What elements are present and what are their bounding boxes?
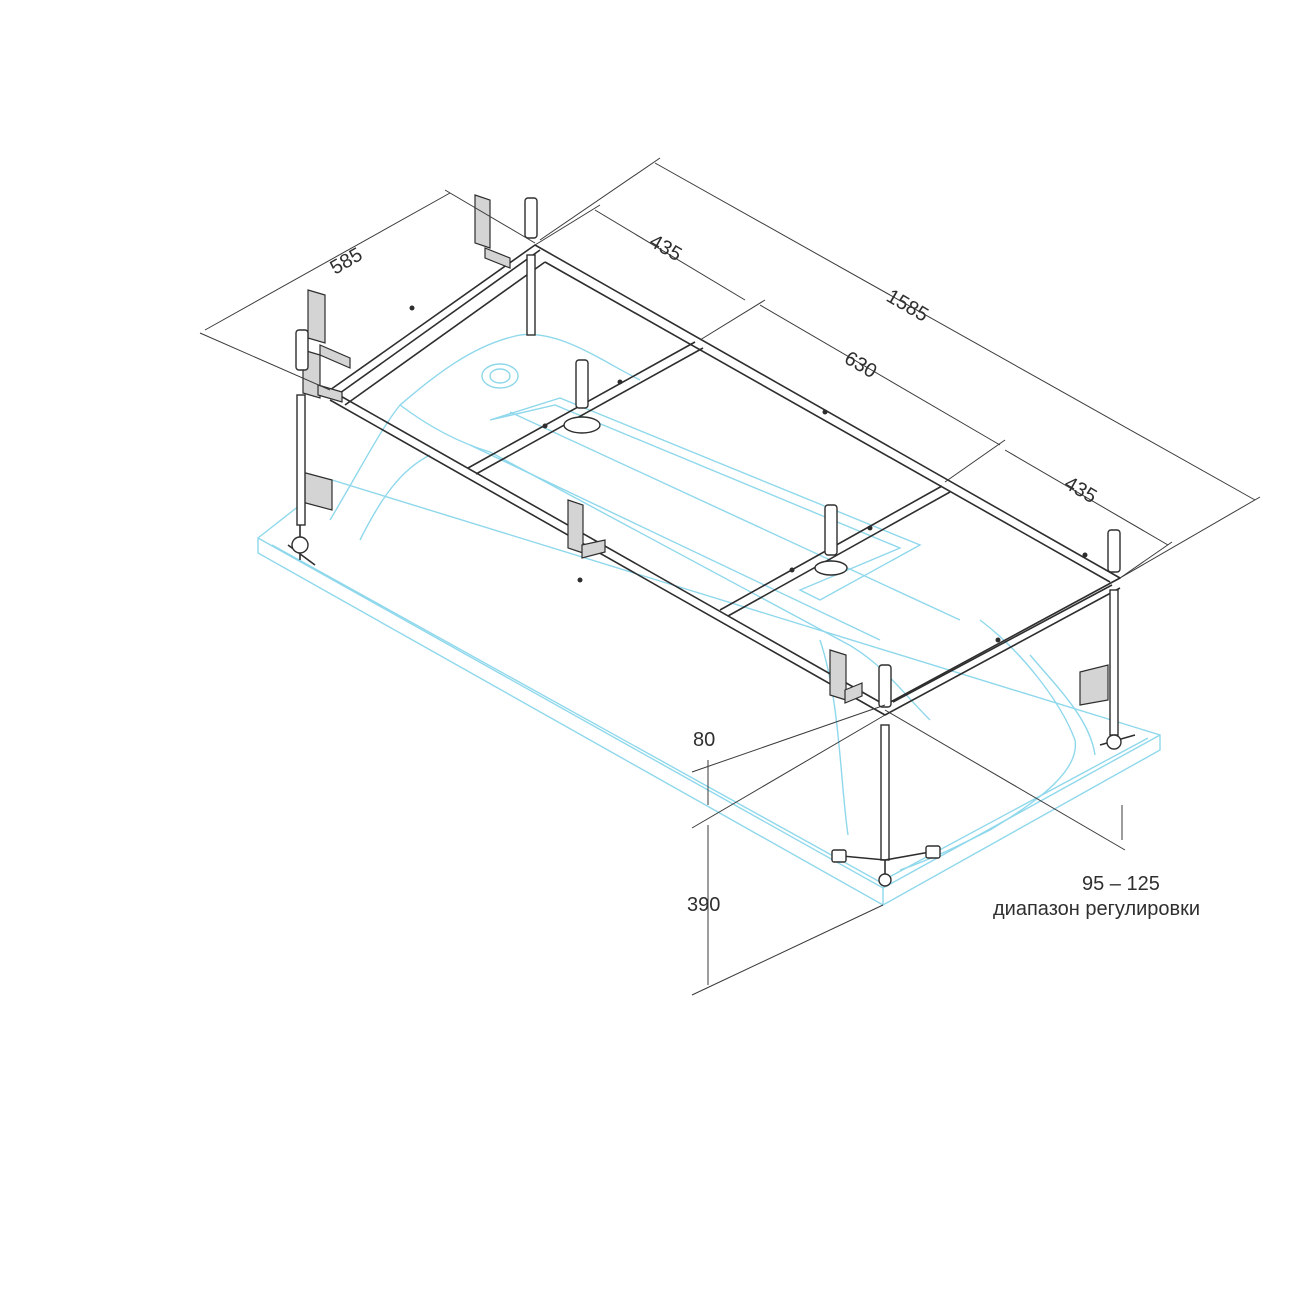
dimension-lines <box>199 157 1261 996</box>
label-total-1585: 1585 <box>883 285 933 326</box>
label-adjust-caption: диапазон регулировки <box>993 898 1200 920</box>
leg-back-top <box>524 197 538 336</box>
leg-front-corner <box>831 664 941 887</box>
label-frame-height-80: 80 <box>693 729 715 751</box>
label-section-middle-630: 630 <box>841 347 881 383</box>
bracket-front-right <box>829 649 863 704</box>
bracket-back-left <box>474 194 511 269</box>
leg-center-back <box>563 359 601 434</box>
bracket-front-middle <box>567 499 606 559</box>
label-leg-height-390: 390 <box>687 894 720 916</box>
leg-left-front <box>287 329 316 566</box>
leg-center-front <box>814 504 848 576</box>
bathtub-outline <box>257 333 1161 906</box>
bracket-left-foot <box>301 471 333 511</box>
leg-right-back <box>1099 529 1136 750</box>
mounting-brackets <box>301 194 1109 706</box>
label-adjust-range: 95 – 125 <box>1082 873 1160 895</box>
label-width-585: 585 <box>327 244 367 280</box>
legs <box>287 197 1136 887</box>
bracket-left-upper <box>307 289 351 369</box>
support-frame <box>329 244 1121 716</box>
bracket-right-end <box>1079 664 1109 706</box>
